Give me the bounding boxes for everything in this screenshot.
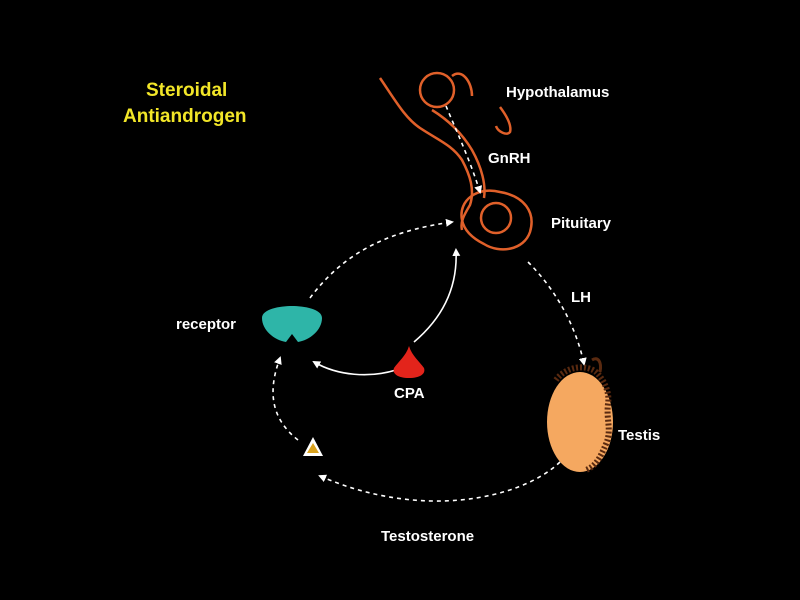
cpa-to-pituitary-arrow (413, 248, 461, 343)
hypothalamus-label: Hypothalamus (506, 84, 610, 101)
testis-label: Testis (618, 427, 661, 444)
testis-shape (547, 357, 613, 473)
testosterone-to-receptor-arrow (272, 356, 299, 441)
pituitary-label: Pituitary (551, 215, 612, 232)
gnrh-arrow (445, 105, 483, 194)
lh-label: LH (571, 289, 591, 306)
feedback-arrow (309, 218, 454, 299)
hypothalamus-tail (494, 106, 512, 135)
cpa-label: CPA (394, 385, 425, 402)
title-line-2: Antiandrogen (123, 106, 247, 127)
title-line-1: Steroidal (146, 80, 228, 101)
gnrh-label: GnRH (488, 150, 531, 167)
epididymis-coil (591, 357, 602, 373)
testis-body (547, 372, 613, 472)
pituitary-inner (479, 201, 513, 235)
testosterone-label: Testosterone (381, 528, 475, 545)
hypothalamus-nucleus (418, 71, 456, 109)
cpa-molecule (393, 346, 425, 378)
epididymis (553, 364, 612, 473)
hypothalamus-stalk-right (431, 108, 486, 199)
hypothalamus-stalk-left (378, 77, 474, 231)
cpa-to-receptor-arrow (312, 360, 397, 376)
receptor-label: receptor (176, 316, 237, 333)
lh-arrow (527, 261, 587, 366)
testosterone-arrow (318, 461, 561, 502)
testosterone-molecule (303, 437, 323, 456)
receptor-shape (262, 306, 322, 342)
hypothalamus-hook (451, 72, 474, 97)
